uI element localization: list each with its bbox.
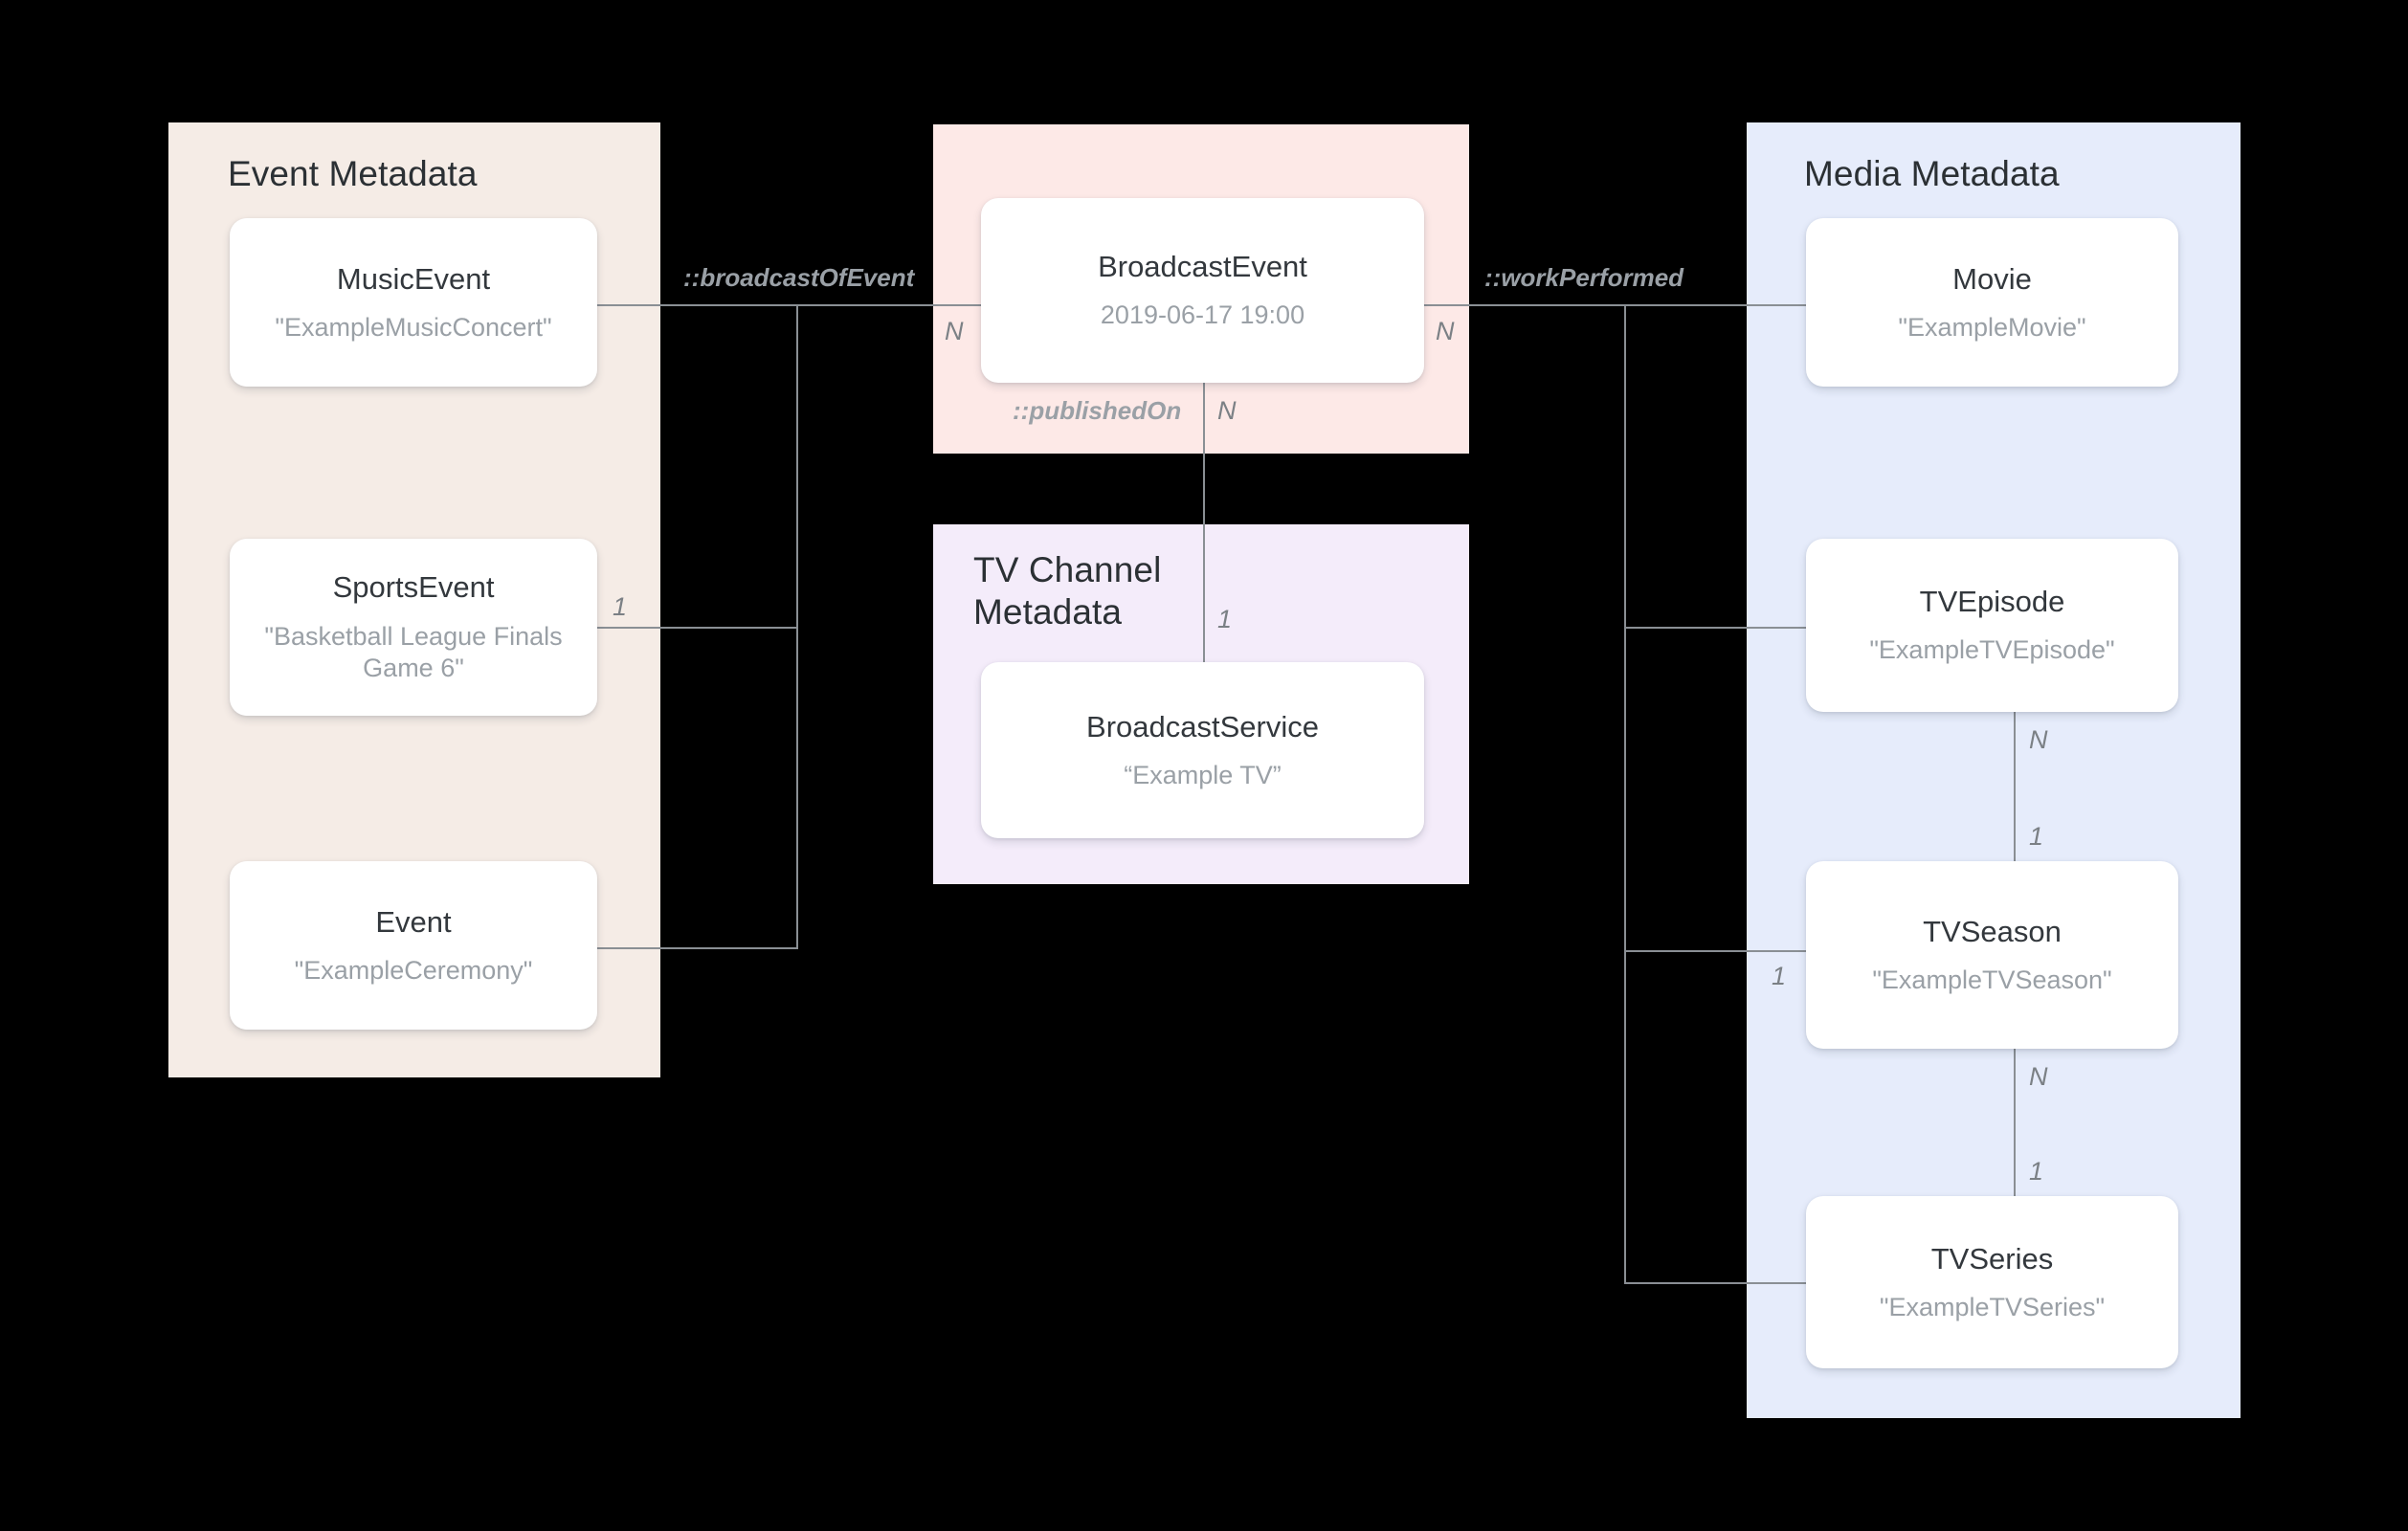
- entity-value-sports-event: "Basketball League Finals Game 6": [264, 621, 563, 683]
- entity-type-tv-series: TVSeries: [1930, 1241, 2054, 1276]
- entity-value-event: "ExampleCeremony": [294, 955, 533, 985]
- entity-card-music-event[interactable]: MusicEvent "ExampleMusicConcert": [230, 218, 597, 387]
- connector-published-on-vertical: [1203, 383, 1205, 662]
- entity-card-event[interactable]: Event "ExampleCeremony": [230, 861, 597, 1030]
- entity-type-movie: Movie: [1952, 261, 2032, 296]
- connector-rail-to-broadcast-event: [796, 304, 981, 306]
- entity-card-sports-event[interactable]: SportsEvent "Basketball League Finals Ga…: [230, 539, 597, 716]
- entity-card-broadcast-service[interactable]: BroadcastService “Example TV”: [981, 662, 1424, 838]
- relation-label-work-performed: ::workPerformed: [1484, 263, 1684, 292]
- entity-value-music-event: "ExampleMusicConcert": [275, 312, 552, 342]
- entity-type-event: Event: [375, 904, 452, 939]
- entity-value-broadcast-service: “Example TV”: [1124, 760, 1282, 789]
- connector-right-rail-to-movie: [1624, 304, 1806, 306]
- connector-right-rail-vertical: [1624, 304, 1626, 1284]
- entity-card-tv-season[interactable]: TVSeason "ExampleTVSeason": [1806, 861, 2178, 1049]
- entity-type-tv-episode: TVEpisode: [1919, 585, 2065, 619]
- connector-right-rail-to-tv-series: [1624, 1282, 1806, 1284]
- relation-label-published-on: ::publishedOn: [1013, 396, 1182, 425]
- cardinality-broadcast-event-right: N: [1436, 317, 1455, 345]
- entity-type-broadcast-event: BroadcastEvent: [1098, 250, 1307, 284]
- cardinality-sports-event-side: 1: [613, 592, 628, 621]
- connector-right-rail-to-tv-season: [1624, 950, 1806, 952]
- entity-value-movie: "ExampleMovie": [1898, 312, 2086, 342]
- entity-card-broadcast-event[interactable]: BroadcastEvent 2019-06-17 19:00: [981, 198, 1424, 383]
- entity-type-music-event: MusicEvent: [336, 261, 491, 296]
- cardinality-broadcast-event-left: N: [945, 317, 964, 345]
- connector-event-to-rail: [597, 947, 798, 949]
- connector-tv-episode-to-tv-season: [2014, 712, 2016, 903]
- connector-broadcast-event-to-right-rail: [1424, 304, 1624, 306]
- entity-card-tv-episode[interactable]: TVEpisode "ExampleTVEpisode": [1806, 539, 2178, 712]
- entity-value-tv-season: "ExampleTVSeason": [1872, 965, 2112, 994]
- cardinality-tv-season-left: 1: [1772, 962, 1787, 990]
- cardinality-tv-season-bottom: N: [2029, 1062, 2048, 1091]
- entity-type-sports-event: SportsEvent: [332, 570, 495, 605]
- entity-type-broadcast-service: BroadcastService: [1086, 709, 1319, 743]
- cardinality-broadcast-event-bottom: N: [1217, 396, 1237, 425]
- cardinality-tv-season-top: 1: [2029, 822, 2044, 851]
- connector-music-event-to-rail: [597, 304, 796, 306]
- entity-value-tv-series: "ExampleTVSeries": [1879, 1292, 2106, 1321]
- panel-event-metadata-title: Event Metadata: [228, 154, 478, 193]
- panel-media-metadata-title: Media Metadata: [1804, 154, 2060, 193]
- connector-right-rail-to-tv-episode: [1624, 627, 1806, 629]
- cardinality-broadcast-service-top: 1: [1217, 605, 1233, 633]
- entity-card-tv-series[interactable]: TVSeries "ExampleTVSeries": [1806, 1196, 2178, 1368]
- panel-tv-channel-metadata-title: TV Channel Metadata: [973, 550, 1162, 632]
- cardinality-tv-series-top: 1: [2029, 1157, 2044, 1186]
- cardinality-tv-episode-bottom: N: [2029, 725, 2048, 754]
- relation-label-broadcast-of-event: ::broadcastOfEvent: [683, 263, 915, 292]
- entity-value-broadcast-event: 2019-06-17 19:00: [1100, 300, 1305, 330]
- entity-card-movie[interactable]: Movie "ExampleMovie": [1806, 218, 2178, 387]
- connector-sports-event-to-rail: [597, 627, 798, 629]
- entity-type-tv-season: TVSeason: [1923, 914, 2062, 948]
- connector-tv-season-to-tv-series: [2014, 1049, 2016, 1240]
- entity-value-tv-episode: "ExampleTVEpisode": [1869, 635, 2115, 665]
